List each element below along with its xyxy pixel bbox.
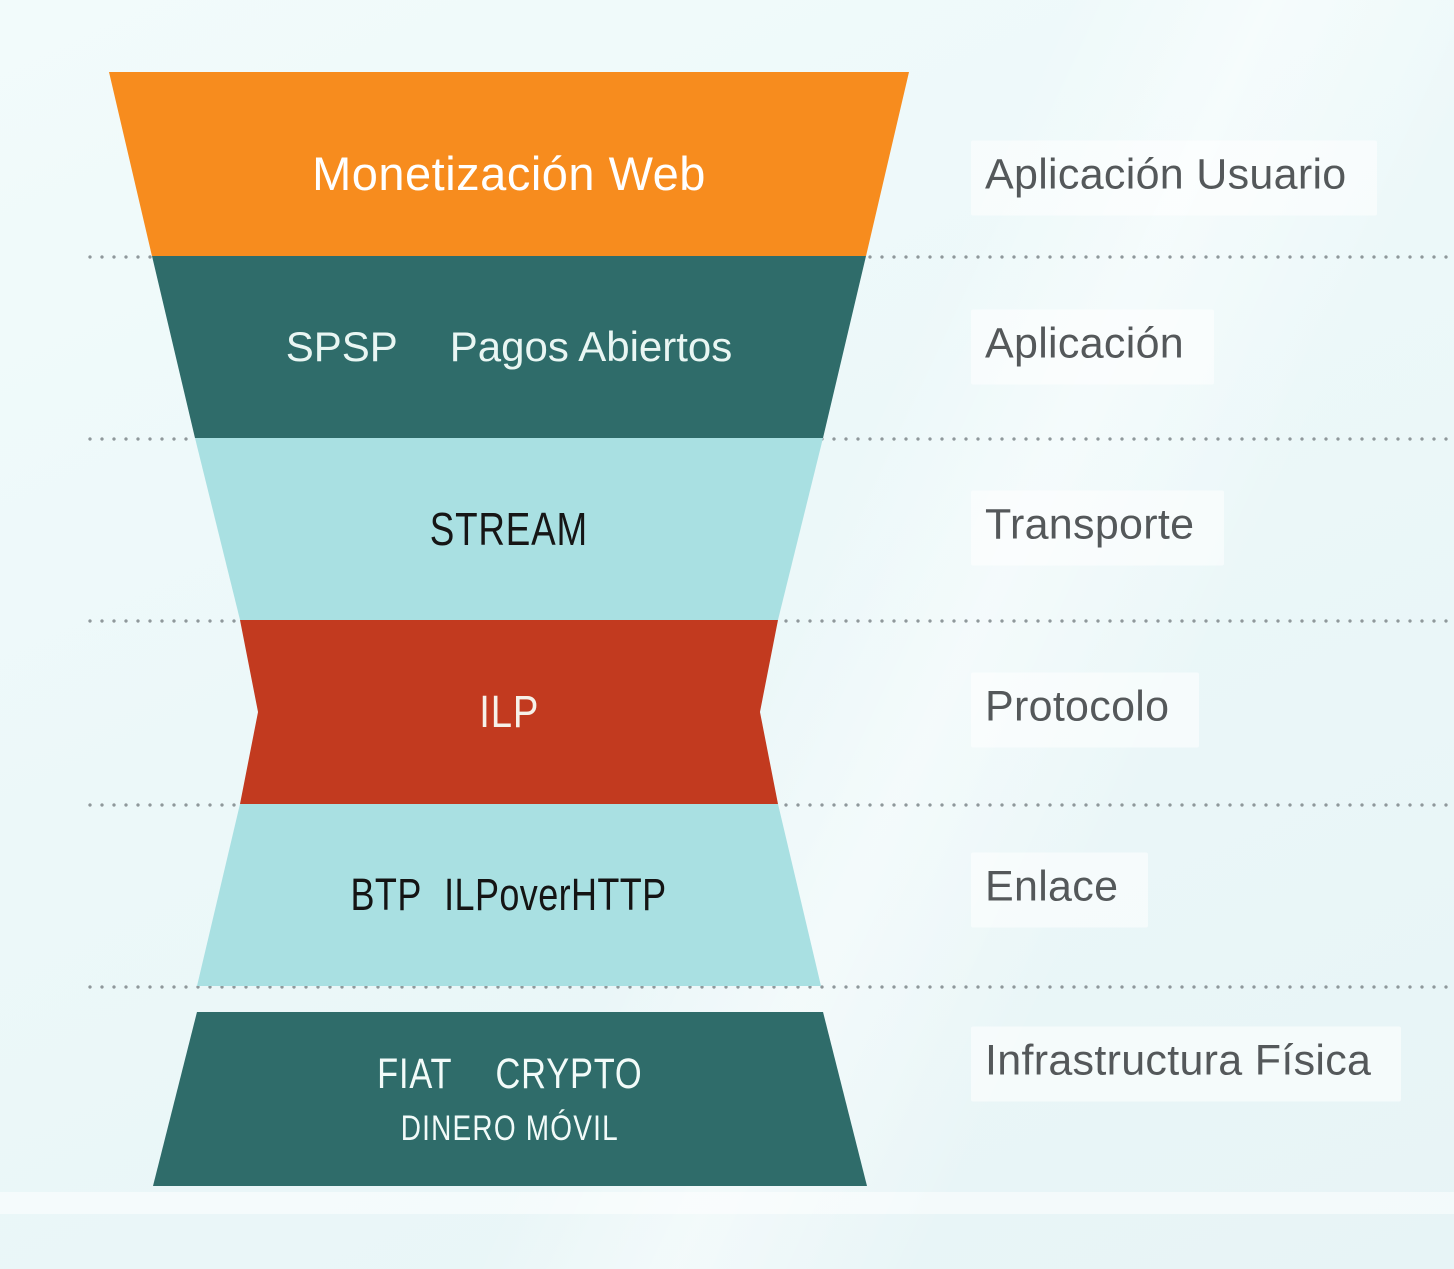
label-pagos-abiertos: Pagos Abiertos [449, 323, 733, 370]
layer-text-monetizacion-web: Monetización Web [312, 146, 706, 201]
label-btp: BTP [350, 869, 423, 920]
label-monetizacion-web: Monetización Web [312, 146, 706, 200]
label-spsp: SPSP [285, 323, 398, 370]
stack-level-label-transporte: Transporte [971, 490, 1225, 566]
label-stream: STREAM [429, 503, 589, 555]
funnel-layer-btp-ilpoverhttp: BTP ILPoverHTTP [197, 804, 821, 986]
stack-level-label-aplicacion: Aplicación [971, 309, 1214, 385]
stack-level-label-infrastructura-fisica: Infrastructura Física [971, 1026, 1402, 1102]
stack-level-label-aplicacion-usuario: Aplicación Usuario [971, 140, 1377, 216]
separator-dotted-line-5 [88, 985, 1454, 989]
layer-text-stream: STREAM [430, 502, 588, 556]
funnel-layer-ilp: ILP [240, 620, 778, 804]
layer-text-row-fiat-crypto: FIAT CRYPTO [377, 1050, 642, 1099]
label-ilp: ILP [479, 686, 539, 737]
layer-text-infraestructura-fisica: FIAT CRYPTO DINERO MÓVIL [377, 1050, 642, 1149]
layer-text-spsp-pagos-abiertos: SPSP Pagos Abiertos [286, 323, 733, 371]
label-dinero-movil: DINERO MÓVIL [400, 1108, 620, 1148]
label-fiat: FIAT [377, 1049, 453, 1098]
background-bottom-band [0, 1192, 1454, 1214]
funnel-layer-stream: STREAM [195, 438, 823, 620]
label-ilpoverhttp: ILPoverHTTP [444, 869, 668, 920]
funnel-layer-monetizacion-web: Monetización Web [109, 72, 909, 256]
label-crypto: CRYPTO [495, 1049, 643, 1098]
funnel-layer-spsp-pagos-abiertos: SPSP Pagos Abiertos [152, 256, 866, 438]
layer-text-ilp: ILP [479, 686, 539, 738]
stack-level-label-enlace: Enlace [971, 852, 1149, 928]
layer-text-btp-ilpoverhttp: BTP ILPoverHTTP [351, 869, 667, 921]
funnel-layer-infraestructura-fisica: FIAT CRYPTO DINERO MÓVIL [153, 1012, 867, 1186]
stack-level-label-protocolo: Protocolo [971, 672, 1200, 748]
